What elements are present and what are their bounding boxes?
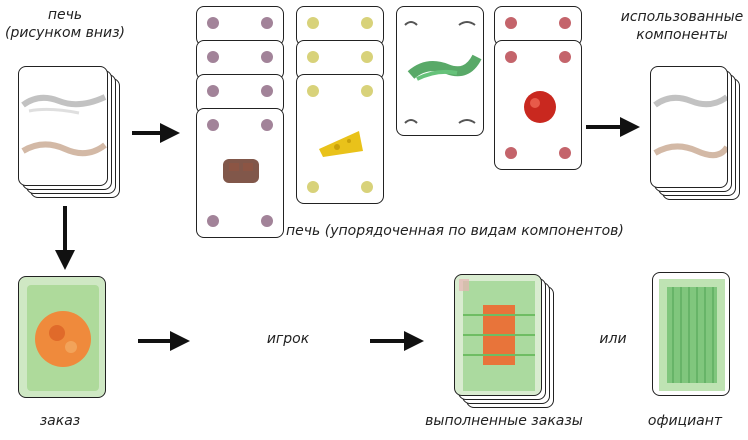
label-or: или (599, 331, 627, 347)
component-card (196, 6, 284, 46)
herb-component-card (396, 6, 484, 136)
tomato-icon (524, 91, 556, 123)
pizza-order-icon (27, 285, 99, 391)
label-order: заказ (39, 413, 81, 429)
component-card (296, 6, 384, 46)
cheese-component-card (296, 74, 384, 204)
component-card (494, 6, 582, 46)
completed-order-card (454, 274, 542, 396)
arrow-right (370, 331, 424, 351)
chocolate-component-card (196, 108, 284, 238)
chocolate-icon (223, 159, 259, 183)
dough-strip-icon (653, 94, 727, 159)
green-herb-icon (404, 21, 482, 124)
pizza-order-icon (459, 279, 535, 391)
waiter-card (652, 272, 730, 396)
used-component-card (650, 66, 728, 188)
component-card (196, 40, 284, 80)
arrow-right (132, 123, 180, 143)
label-oven-face-down: печь (рисунком вниз) (4, 7, 126, 42)
arrow-right (586, 117, 640, 137)
label-player: игрок (266, 331, 310, 347)
label-completed-orders: выполненные заказы (425, 413, 583, 429)
cheese-icon (319, 131, 363, 157)
label-used-components: использованные компоненты (620, 9, 744, 44)
label-waiter: официант (647, 413, 723, 429)
tomato-component-card (494, 40, 582, 170)
label-oven-sorted: печь (упорядоченная по видам компонентов… (286, 223, 624, 239)
arrow-right (138, 331, 190, 351)
waiter-card-back-icon (659, 279, 725, 391)
arrow-down (55, 206, 75, 270)
dough-strip-icon (21, 94, 107, 157)
component-card (196, 74, 284, 114)
order-card (18, 276, 106, 398)
oven-card-back (18, 66, 108, 186)
